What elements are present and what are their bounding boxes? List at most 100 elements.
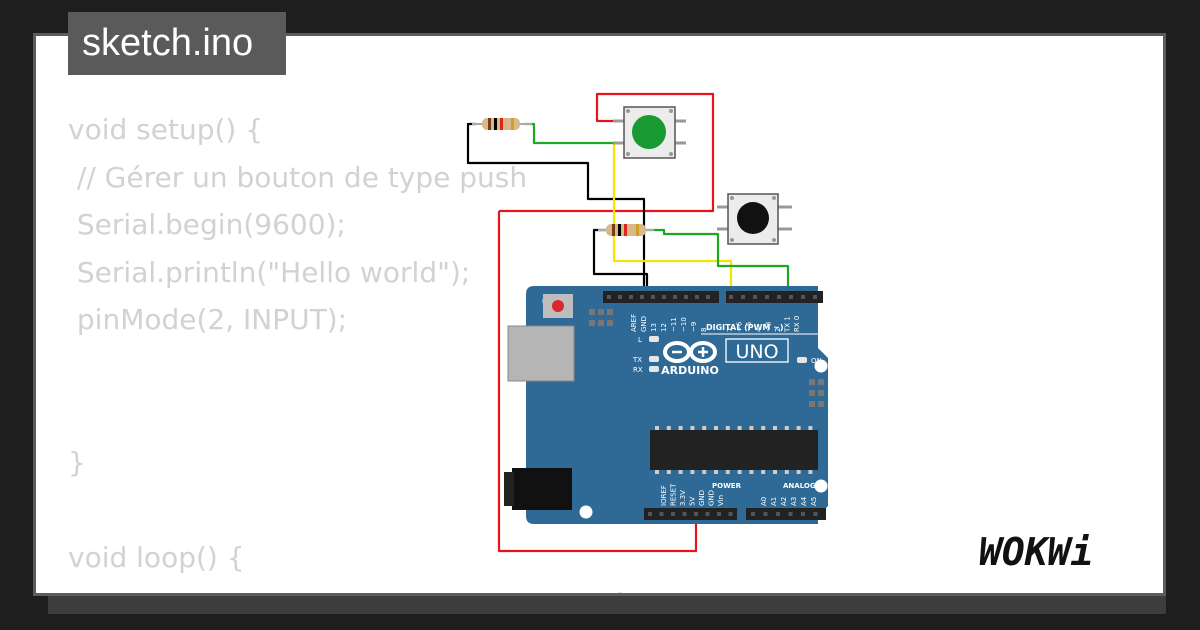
digital-pin-label: ~10 bbox=[680, 317, 688, 332]
digital-pin-label: 13 bbox=[650, 323, 658, 332]
analog-pin-label: A5 bbox=[810, 497, 818, 506]
code-line: // Gérer un bouton de type push bbox=[68, 160, 528, 194]
circuit-diagram: ARDUINO UNO DIGITAL (PWM ~) POWER ANALOG… bbox=[466, 92, 828, 553]
chip-pin bbox=[784, 426, 789, 430]
header-pin[interactable] bbox=[813, 295, 817, 299]
chip-pin bbox=[714, 470, 718, 474]
digital-pin-label: ~11 bbox=[670, 317, 678, 332]
resistor-2[interactable] bbox=[598, 224, 654, 236]
code-line: void setup() { bbox=[68, 113, 264, 146]
header-pin[interactable] bbox=[777, 295, 781, 299]
code-editor: void setup() { // Gérer un bouton de typ… bbox=[68, 106, 982, 593]
filename-tab[interactable]: sketch.ino bbox=[68, 12, 286, 75]
header-pin[interactable] bbox=[763, 512, 768, 516]
pin-label-gnd: GND bbox=[640, 316, 648, 332]
header-analog-label: ANALOG IN bbox=[783, 482, 827, 490]
chip-pin bbox=[796, 470, 801, 474]
header-pin[interactable] bbox=[813, 512, 818, 516]
header-pin[interactable] bbox=[741, 295, 745, 299]
chip-pin bbox=[690, 426, 695, 430]
card-shadow bbox=[48, 596, 1166, 614]
header-pin[interactable] bbox=[705, 512, 710, 516]
wokwi-logo[interactable]: WOKWi bbox=[975, 525, 1150, 575]
code-line: Serial.begin(9600); bbox=[68, 208, 346, 241]
pushbutton-green[interactable] bbox=[613, 106, 686, 159]
chip-pin bbox=[678, 470, 683, 474]
header-pin[interactable] bbox=[651, 295, 655, 299]
chip-pin bbox=[678, 426, 683, 430]
analog-pin-label: A1 bbox=[770, 497, 778, 506]
header-pin[interactable] bbox=[684, 295, 688, 299]
digital-pin-label: ~3 bbox=[764, 322, 772, 332]
analog-pin-label: A4 bbox=[800, 496, 808, 506]
header-pin[interactable] bbox=[629, 295, 633, 299]
header-pin[interactable] bbox=[717, 512, 721, 516]
chip-pin bbox=[749, 470, 754, 474]
digital-pin-label: 12 bbox=[660, 323, 668, 332]
header-pin[interactable] bbox=[659, 512, 664, 516]
pushbutton-black[interactable] bbox=[717, 193, 792, 245]
code-line: void loop() { bbox=[68, 540, 245, 574]
arduino-logo bbox=[663, 341, 717, 363]
header-pin[interactable] bbox=[694, 512, 698, 516]
power-pin-label: Vin bbox=[717, 495, 725, 506]
chip-pin bbox=[808, 470, 813, 474]
chip-pin bbox=[773, 470, 777, 474]
header-digital-label: DIGITAL (PWM ~) bbox=[706, 323, 784, 332]
header-pin[interactable] bbox=[789, 295, 793, 299]
chip-pin bbox=[666, 470, 671, 474]
chip-pin bbox=[702, 426, 707, 430]
analog-pin-label: A2 bbox=[780, 497, 788, 506]
led-l-label: L bbox=[638, 336, 642, 344]
header-pin[interactable] bbox=[753, 295, 757, 299]
header-pin[interactable] bbox=[618, 295, 622, 299]
chip-pin bbox=[749, 426, 754, 430]
header-pin[interactable] bbox=[682, 512, 687, 516]
digital-pin-label: RX 0 bbox=[793, 316, 801, 332]
header-pin[interactable] bbox=[648, 512, 652, 516]
svg-text:WOKWi: WOKWi bbox=[979, 530, 1093, 574]
chip-pin bbox=[725, 470, 730, 474]
chip-pin bbox=[737, 470, 742, 474]
chip-pin bbox=[655, 426, 659, 430]
chip-pin bbox=[714, 426, 718, 430]
analog-pin-label: A0 bbox=[760, 497, 768, 506]
chip-pin bbox=[690, 470, 695, 474]
header-pin[interactable] bbox=[729, 295, 733, 299]
chip-pin bbox=[666, 426, 671, 430]
chip-pin bbox=[761, 470, 766, 474]
power-pin-label: RESET bbox=[670, 483, 678, 506]
header-pin[interactable] bbox=[695, 295, 699, 299]
header-pin[interactable] bbox=[640, 295, 644, 299]
wire-green-mid bbox=[636, 228, 790, 298]
header-pin[interactable] bbox=[706, 295, 710, 299]
header-pin[interactable] bbox=[801, 295, 805, 299]
header-pin[interactable] bbox=[728, 512, 733, 516]
header-pin[interactable] bbox=[607, 295, 611, 299]
header-pin[interactable] bbox=[801, 512, 805, 516]
digital-pin-label: 2 bbox=[774, 328, 782, 332]
code-line: } bbox=[68, 445, 86, 479]
digital-pin-label: 4 bbox=[755, 327, 763, 332]
header-pin[interactable] bbox=[776, 512, 780, 516]
header-pin[interactable] bbox=[662, 295, 666, 299]
power-pin-label: IOREF bbox=[660, 485, 668, 506]
power-pin-label: 3.3V bbox=[679, 490, 687, 506]
wire-green-top bbox=[524, 122, 621, 145]
resistor-1[interactable] bbox=[472, 118, 532, 130]
power-pin-label: GND bbox=[698, 490, 706, 506]
led-rx-label: RX bbox=[633, 366, 643, 374]
header-pin[interactable] bbox=[788, 512, 793, 516]
chip-pin bbox=[702, 470, 707, 474]
digital-pin-label: 7 bbox=[726, 328, 734, 332]
chip-pin bbox=[737, 426, 742, 430]
power-pin-label: 5V bbox=[689, 497, 697, 506]
arduino-uno-board[interactable]: ARDUINO UNO DIGITAL (PWM ~) POWER ANALOG… bbox=[504, 286, 828, 524]
header-pin[interactable] bbox=[671, 512, 675, 516]
header-pin[interactable] bbox=[751, 512, 755, 516]
code-line: Serial.println("Hello world"); bbox=[68, 255, 471, 289]
header-pin[interactable] bbox=[673, 295, 677, 299]
digital-pin-label: TX 1 bbox=[784, 316, 792, 333]
chip-pin bbox=[796, 426, 801, 430]
header-pin[interactable] bbox=[765, 295, 769, 299]
